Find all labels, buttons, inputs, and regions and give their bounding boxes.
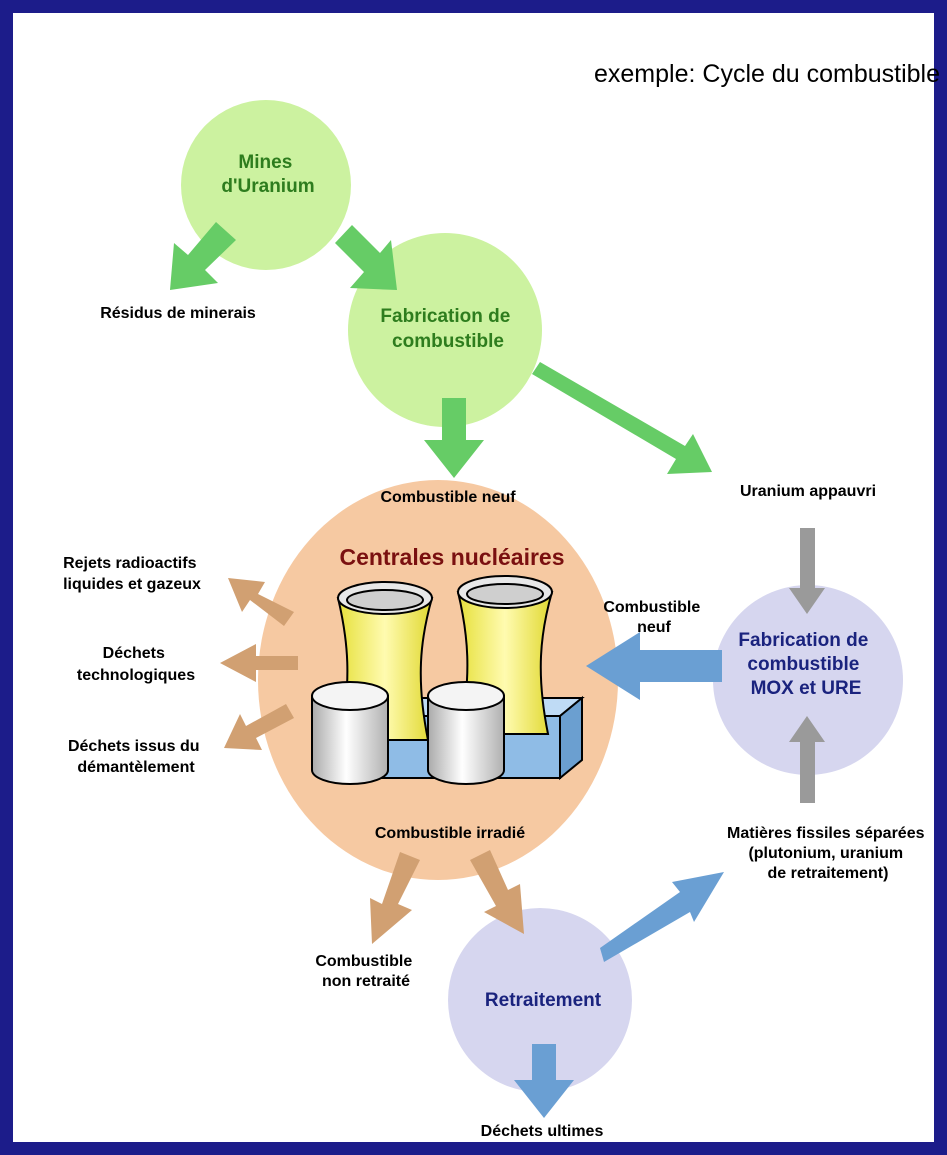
power-plant-icon <box>311 575 585 785</box>
dechets-ultimes-label: Déchets ultimes <box>481 1123 604 1140</box>
dechets-demantelement-label: Déchets issus du démantèlement <box>68 738 204 776</box>
arrow-uranium-to-mox <box>789 528 825 614</box>
mox-label: Fabrication de combustible MOX et URE <box>738 630 873 699</box>
arrow-mox-to-centrales <box>586 632 722 700</box>
diagram-title: exemple: Cycle du combustible <box>594 60 940 88</box>
arrow-centrales-to-retraitement <box>470 850 524 934</box>
combustible-irradie-label: Combustible irradié <box>375 825 525 842</box>
non-retraite-label: Combustible non retraité <box>315 953 416 990</box>
rejets-label: Rejets radioactifs liquides et gazeux <box>63 555 201 593</box>
arrow-centrales-to-demantelement <box>224 704 294 750</box>
arrow-centrales-to-dechets-techno <box>220 644 298 682</box>
retraitement-circle <box>448 908 632 1092</box>
uranium-appauvri-label: Uranium appauvri <box>740 483 876 500</box>
fabrication-circle <box>348 233 542 427</box>
residus-label: Résidus de minerais <box>100 305 256 322</box>
mines-label: Mines d'Uranium <box>221 152 314 197</box>
dechets-techno-label: Déchets technologiques <box>77 645 195 684</box>
arrow-centrales-to-non-retraite <box>370 852 420 944</box>
mox-circle <box>713 585 903 775</box>
matieres-label: Matières fissiles séparées (plutonium, u… <box>727 825 929 882</box>
combustible-neuf-top-label: Combustible neuf <box>380 489 516 506</box>
arrow-mines-to-fabrication <box>335 225 397 290</box>
arrow-retraitement-to-dechets <box>514 1044 574 1118</box>
combustible-neuf-side-label: Combustible neuf <box>603 599 704 636</box>
arrow-centrales-to-rejets <box>228 578 294 626</box>
retraitement-label: Retraitement <box>485 990 602 1011</box>
fabrication-label: Fabrication de combustible <box>380 306 515 352</box>
mines-circle <box>181 100 351 270</box>
arrow-matieres-to-mox <box>789 716 825 803</box>
centrales-label: Centrales nucléaires <box>339 544 564 570</box>
centrales-circle <box>258 480 618 880</box>
arrow-retraitement-to-matieres <box>600 872 724 962</box>
arrow-fabrication-to-uranium <box>532 362 712 474</box>
arrow-fabrication-to-centrales <box>424 398 484 478</box>
arrow-mines-to-residus <box>170 222 236 290</box>
